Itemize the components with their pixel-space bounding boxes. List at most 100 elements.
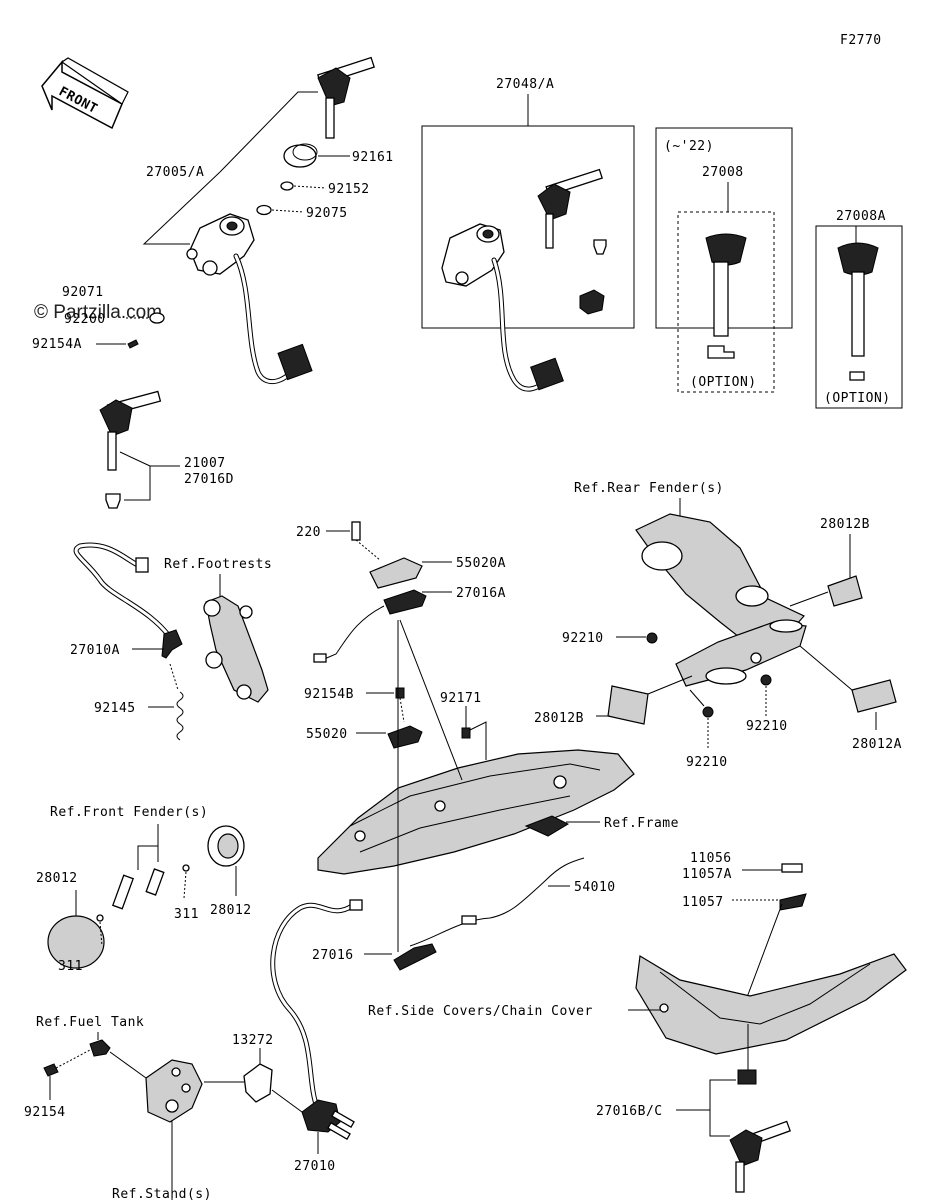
nut-92210-bottom-icon — [702, 706, 714, 718]
label-27048a: 27048/A — [496, 77, 554, 92]
connector-icon — [277, 343, 313, 381]
ignition-key-icon — [317, 56, 375, 139]
label-54010: 54010 — [574, 880, 616, 895]
diagram-code: F2770 — [840, 33, 882, 48]
washer-92152-icon — [280, 181, 294, 191]
switch-27016a-icon — [383, 589, 427, 615]
label-ref-fuel-tank: Ref.Fuel Tank — [36, 1015, 144, 1030]
label-311-right: 311 — [174, 907, 199, 922]
label-55020: 55020 — [306, 727, 348, 742]
reflector-28012b-top-icon — [827, 575, 863, 607]
label-92075: 92075 — [306, 206, 348, 221]
label-ref-rear-fender: Ref.Rear Fender(s) — [574, 481, 724, 496]
reflector-28012b-left-icon — [607, 685, 649, 725]
screw-92154a-icon — [127, 339, 139, 349]
switch-27010a-icon — [161, 629, 183, 659]
bolt-220-icon — [351, 521, 361, 541]
nut-311-right-icon — [182, 864, 190, 872]
nut-fuel-tank-icon — [89, 1039, 111, 1057]
box-27008a-option — [815, 225, 903, 409]
switch-set-27048a-icon — [441, 168, 607, 392]
label-ref-stand: Ref.Stand(s) — [112, 1187, 212, 1200]
label-period: (~'22) — [664, 139, 714, 154]
switch-body-icon — [186, 213, 255, 276]
label-311-left: 311 — [58, 959, 83, 974]
label-92154: 92154 — [24, 1105, 66, 1120]
label-27010: 27010 — [294, 1159, 336, 1174]
nut-92210-right-icon — [760, 674, 772, 686]
switch-27016-icon — [393, 943, 437, 971]
bolt-92154-icon — [43, 1063, 59, 1077]
label-11057: 11057 — [682, 895, 724, 910]
label-92152: 92152 — [328, 182, 370, 197]
key-set-27016bc-icon — [729, 1069, 791, 1193]
washer-92200-icon — [149, 312, 165, 324]
rear-fender-icon — [635, 513, 807, 687]
label-28012b-top: 28012B — [820, 517, 870, 532]
label-28012-left: 28012 — [36, 871, 78, 886]
bolt-pair-icon — [111, 868, 165, 910]
plate-13272-icon — [243, 1063, 273, 1103]
label-ref-frame: Ref.Frame — [604, 816, 679, 831]
switch-27010-icon — [301, 1099, 355, 1140]
label-11056: 11056 — [690, 851, 732, 866]
label-option-1: (OPTION) — [690, 375, 757, 390]
label-27008: 27008 — [702, 165, 744, 180]
sensor-54010-icon — [461, 915, 477, 925]
label-ref-front-fender: Ref.Front Fender(s) — [50, 805, 208, 820]
label-27016: 27016 — [312, 948, 354, 963]
label-92154a: 92154A — [32, 337, 82, 352]
label-220: 220 — [296, 525, 321, 540]
label-28012a: 28012A — [852, 737, 902, 752]
frame-icon — [317, 749, 635, 875]
nut-311-left-icon — [96, 914, 104, 922]
label-ref-footrests: Ref.Footrests — [164, 557, 272, 572]
box-27008-option — [677, 211, 775, 393]
stand-bracket-icon — [145, 1059, 203, 1123]
washer-92075-icon — [256, 204, 272, 216]
reflector-28012a-icon — [851, 679, 897, 713]
label-27010a: 27010A — [70, 643, 120, 658]
label-option-2: (OPTION) — [824, 391, 891, 406]
bushing-icon — [105, 493, 121, 509]
key-27008a-icon — [837, 242, 879, 381]
screw-92154b-icon — [395, 687, 405, 699]
key-27008-icon — [705, 233, 747, 359]
label-55020a: 55020A — [456, 556, 506, 571]
label-92200: 92200 — [64, 312, 106, 327]
label-27016d: 27016D — [184, 472, 234, 487]
ignition-switch-assembly — [127, 56, 375, 385]
bracket-11057-icon — [779, 893, 807, 911]
label-11057a: 11057A — [682, 867, 732, 882]
nut-92210-left-icon — [646, 632, 658, 644]
clip-11056-icon — [781, 863, 803, 873]
spring-92145-icon — [176, 691, 184, 741]
box-27048a — [421, 125, 635, 329]
label-92071: 92071 — [62, 285, 104, 300]
label-92210-left: 92210 — [562, 631, 604, 646]
label-13272: 13272 — [232, 1033, 274, 1048]
bracket-55020a-icon — [369, 557, 423, 589]
label-27008a: 27008A — [836, 209, 886, 224]
label-ref-side-covers: Ref.Side Covers/Chain Cover — [368, 1004, 593, 1019]
ring-92161-icon — [283, 144, 317, 168]
label-28012b-left: 28012B — [534, 711, 584, 726]
label-21007: 21007 — [184, 456, 226, 471]
label-28012-right: 28012 — [210, 903, 252, 918]
label-92161: 92161 — [352, 150, 394, 165]
side-cover-icon — [635, 953, 907, 1055]
label-27016a: 27016A — [456, 586, 506, 601]
front-arrow-icon: FRONT — [41, 57, 129, 130]
label-27005a: 27005/A — [146, 165, 204, 180]
label-92210-right: 92210 — [746, 719, 788, 734]
label-92171: 92171 — [440, 691, 482, 706]
bracket-55020-icon — [387, 725, 423, 749]
footrest-icon — [203, 595, 269, 703]
key-set-21007-icon — [99, 390, 162, 509]
bolt-92171-icon — [461, 727, 471, 739]
label-92145: 92145 — [94, 701, 136, 716]
label-92210-bottom: 92210 — [686, 755, 728, 770]
label-92154b: 92154B — [304, 687, 354, 702]
